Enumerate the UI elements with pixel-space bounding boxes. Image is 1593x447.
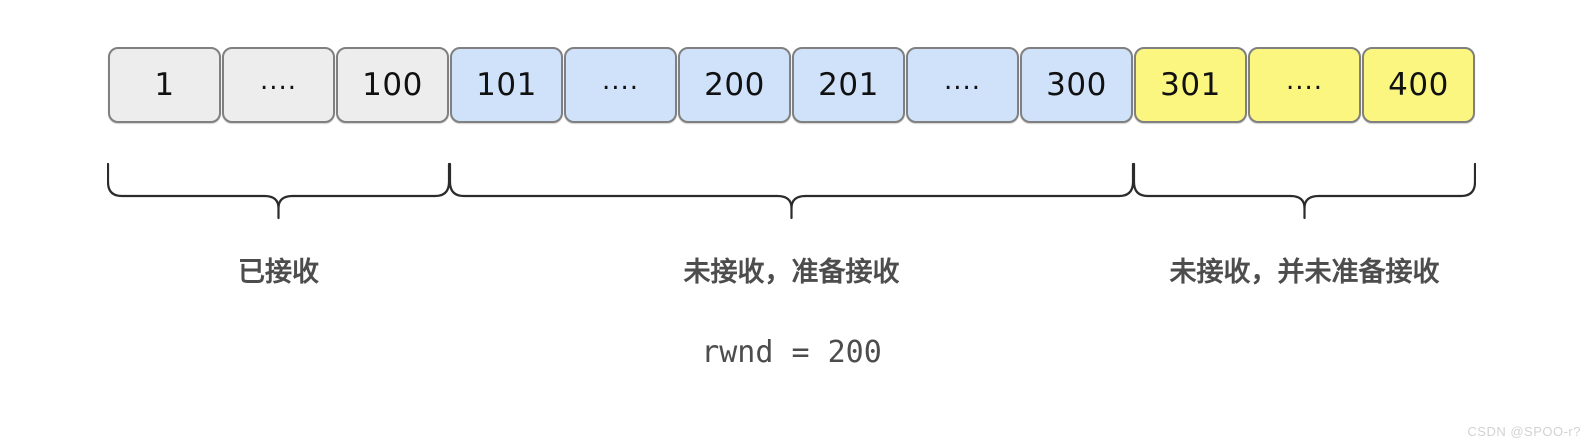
byte-cell-ellipsis-4: .... (564, 47, 677, 123)
byte-cell-101: 101 (450, 47, 563, 123)
byte-cell-300: 300 (1020, 47, 1133, 123)
byte-cell-ellipsis-7: .... (906, 47, 1019, 123)
group-label-ready: 未接收，准备接收 (683, 257, 900, 288)
brace-not-ready (1133, 162, 1476, 220)
csdn-watermark: CSDN @SPOO-r? (1467, 424, 1581, 439)
byte-cell-201: 201 (792, 47, 905, 123)
byte-cell-100: 100 (336, 47, 449, 123)
group-label-not-ready: 未接收，并未准备接收 (1169, 257, 1440, 288)
brace-received (107, 162, 450, 220)
byte-cell-301: 301 (1134, 47, 1247, 123)
byte-cell-400: 400 (1362, 47, 1475, 123)
rwnd-annotation: rwnd = 200 (701, 335, 882, 370)
byte-cell-ellipsis-10: .... (1248, 47, 1361, 123)
byte-cell-ellipsis-1: .... (222, 47, 335, 123)
byte-cell-200: 200 (678, 47, 791, 123)
byte-cell-1: 1 (108, 47, 221, 123)
group-label-received: 已接收 (238, 257, 319, 288)
brace-ready (449, 162, 1134, 220)
